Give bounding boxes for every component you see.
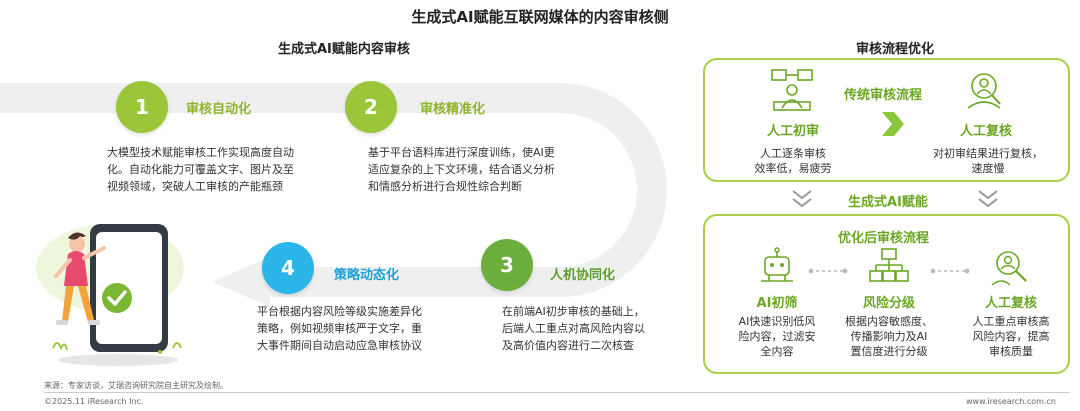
step-4-desc: 平台根据内容风险等级实施差异化策略，例如视频审核严于文字，重大事件期间自动启动应… (257, 305, 422, 352)
right-section-title: 审核流程优化 (856, 42, 935, 57)
trad-node-1-title: 人工初审 (766, 124, 819, 139)
source-note: 来源：专家访谈，艾瑞咨询研究院自主研究及绘制。 (44, 381, 228, 390)
traditional-process-label: 传统审核流程 (844, 88, 923, 103)
left-section-title: 生成式AI赋能内容审核 (278, 42, 410, 57)
genai-empower-label: 生成式AI赋能 (848, 195, 928, 210)
ai-screening-icon (761, 247, 793, 282)
step-1-desc: 大模型技术赋能审核工作实现高度自动化。自动化能力可覆盖文字、图片及至视频领域，突… (107, 146, 294, 193)
traditional-process-panel (703, 58, 1070, 182)
step-3-circle: 3 (481, 239, 533, 291)
step-4-label: 策略动态化 (334, 268, 400, 283)
chevron-down-icon (978, 190, 998, 208)
opt-node-1-desc: AI快速识别低风险内容，过滤安全内容 (738, 315, 816, 358)
opt-node-1-title: AI初筛 (756, 296, 798, 311)
step-3-desc: 在前端AI初步审核的基础上，后端人工重点对高风险内容以及高价值内容进行二次核查 (502, 305, 645, 352)
optimized-process-panel (703, 214, 1070, 374)
opt-node-2-title: 风险分级 (862, 296, 915, 311)
step-2-circle: 2 (345, 81, 397, 133)
step-4-circle: 4 (262, 242, 314, 294)
secondary-review-icon (967, 73, 1001, 109)
human-review-search-icon (991, 251, 1027, 286)
chevron-right-icon (882, 112, 904, 136)
website: www.iresearch.com.cn (966, 397, 1056, 406)
flow-loop-band (0, 83, 667, 307)
phone-illustration (36, 224, 184, 366)
opt-node-3-desc: 人工重点审核高风险内容，提高审核质量 (972, 315, 1050, 358)
copyright: ©2025.11 iResearch Inc. (44, 397, 144, 406)
step-1-label: 审核自动化 (186, 102, 252, 117)
step-3-label: 人机协同化 (550, 268, 616, 283)
step-1-circle: 1 (116, 81, 168, 133)
step-2-desc: 基于平台语料库进行深度训练，使AI更适应复杂的上下文环境，结合语义分析和情感分析… (368, 146, 555, 193)
hierarchy-icon (869, 248, 909, 282)
trad-node-2-desc: 对初审结果进行复核，速度慢 (933, 147, 1043, 175)
dotted-connector (930, 268, 970, 274)
manual-review-icon (771, 69, 813, 111)
chevron-down-icon (792, 190, 812, 208)
opt-node-3-title: 人工复核 (984, 296, 1037, 311)
optimized-process-label: 优化后审核流程 (838, 231, 930, 246)
dotted-connector (808, 268, 848, 274)
step-2-label: 审核精准化 (420, 102, 486, 117)
page-title: 生成式AI赋能互联网媒体的内容审核侧 (411, 8, 669, 26)
footer-divider (44, 392, 1070, 393)
trad-node-1-desc: 人工逐条审核效率低，易疲劳 (754, 147, 832, 175)
trad-node-2-title: 人工复核 (959, 124, 1012, 139)
